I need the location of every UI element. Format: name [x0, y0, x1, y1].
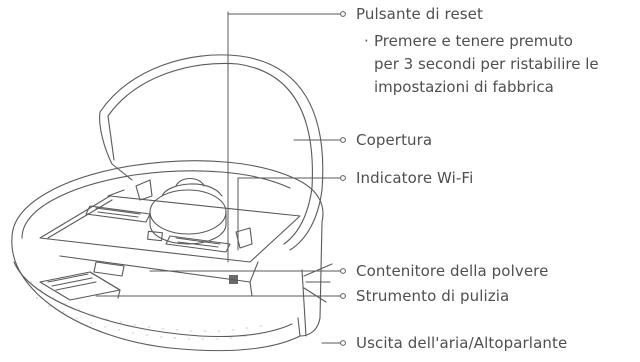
callout-cleaning-tool: Strumento di pulizia	[356, 287, 510, 305]
dustbin-panel	[39, 195, 301, 297]
callout-wifi-indicator: Indicatore Wi-Fi	[356, 169, 474, 187]
reset-note-line-3: impostazioni di fabbrica	[374, 78, 554, 96]
reset-note-text-1: Premere e tenere premuto	[374, 32, 573, 50]
cleaning-tool	[39, 271, 121, 301]
side-brush	[303, 263, 333, 303]
callout-air-outlet-speaker: Uscita dell'aria/Altoparlante	[356, 334, 568, 352]
speaker-grille	[29, 281, 263, 340]
callout-cover: Copertura	[356, 131, 433, 149]
callout-reset-button: Pulsante di reset	[356, 5, 483, 23]
lidar-turret	[107, 177, 253, 249]
reset-note-bullet: ·	[364, 32, 369, 50]
robot-body	[11, 160, 324, 352]
reset-note-line-2: per 3 secondi per ristabilire le	[374, 55, 599, 73]
reset-note-line-1: · Premere e tenere premuto	[364, 30, 573, 52]
leader-lines	[95, 11, 346, 346]
cover-lid	[99, 54, 324, 251]
callout-dustbin: Contenitore della polvere	[356, 262, 549, 280]
